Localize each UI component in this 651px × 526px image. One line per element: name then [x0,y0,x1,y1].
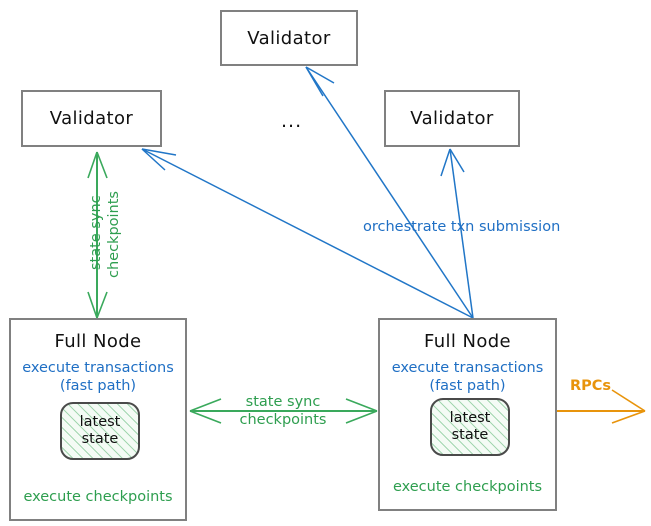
edge-label-state-sync-vertical-line-1: state sync [88,195,104,270]
edge-state-sync-vertical [87,151,108,319]
fullnode-right-blue-line-1: execute transactions [391,360,544,376]
fullnode-right-blue-line-2: (fast path) [429,377,506,394]
node-validator-left[interactable]: Validator [21,90,162,147]
fullnode-right-title: Full Node [423,331,512,352]
fullnode-left-title: Full Node [54,331,142,352]
edge-label-state-sync-horizontal-line-2: checkpoints [239,412,327,429]
fullnode-left-latest-state-box[interactable]: latest state [60,402,140,460]
node-fullnode-left[interactable]: Full Node execute transactions (fast pat… [9,318,187,521]
validator-left-label: Validator [49,108,134,129]
fullnode-left-blue-line-1: execute transactions [22,360,174,376]
fullnode-right-state-line-1: latest [449,409,491,426]
edge-fullnode-right-to-validator-top [305,66,474,319]
edge-fullnode-right-to-validator-left [141,148,474,319]
edge-label-orchestrate: orchestrate txn submission [363,219,561,235]
edge-rpcs [557,389,646,424]
fullnode-right-state-line-2: state [451,427,489,443]
validator-right-label: Validator [410,108,494,129]
edge-label-state-sync-horizontal-line-1: state sync [245,394,321,410]
validators-ellipsis: ... [281,110,303,132]
fullnode-left-blue-text: execute transactions (fast path) [22,360,174,395]
edge-label-state-sync-vertical-line-2: checkpoints [106,191,122,278]
fullnode-left-blue-line-2: (fast path) [59,377,137,394]
node-validator-right[interactable]: Validator [384,90,520,147]
node-fullnode-right[interactable]: Full Node execute transactions (fast pat… [378,318,557,511]
fullnode-right-latest-state-box[interactable]: latest state [430,398,510,456]
edge-label-rpcs: RPCs [570,378,612,394]
fullnode-left-green-footer: execute checkpoints [23,489,173,505]
node-validator-top[interactable]: Validator [220,10,358,66]
fullnode-right-blue-text: execute transactions (fast path) [392,360,544,395]
edge-state-sync-horizontal [189,398,378,424]
validator-top-label: Validator [247,27,331,49]
fullnode-right-green-footer: execute checkpoints [392,479,543,495]
edge-fullnode-right-to-validator-right [440,148,474,319]
edge-label-state-sync-horizontal: state sync checkpoints [222,393,344,429]
fullnode-left-state-line-2: state [81,431,119,447]
fullnode-left-state-line-1: latest [79,413,121,430]
